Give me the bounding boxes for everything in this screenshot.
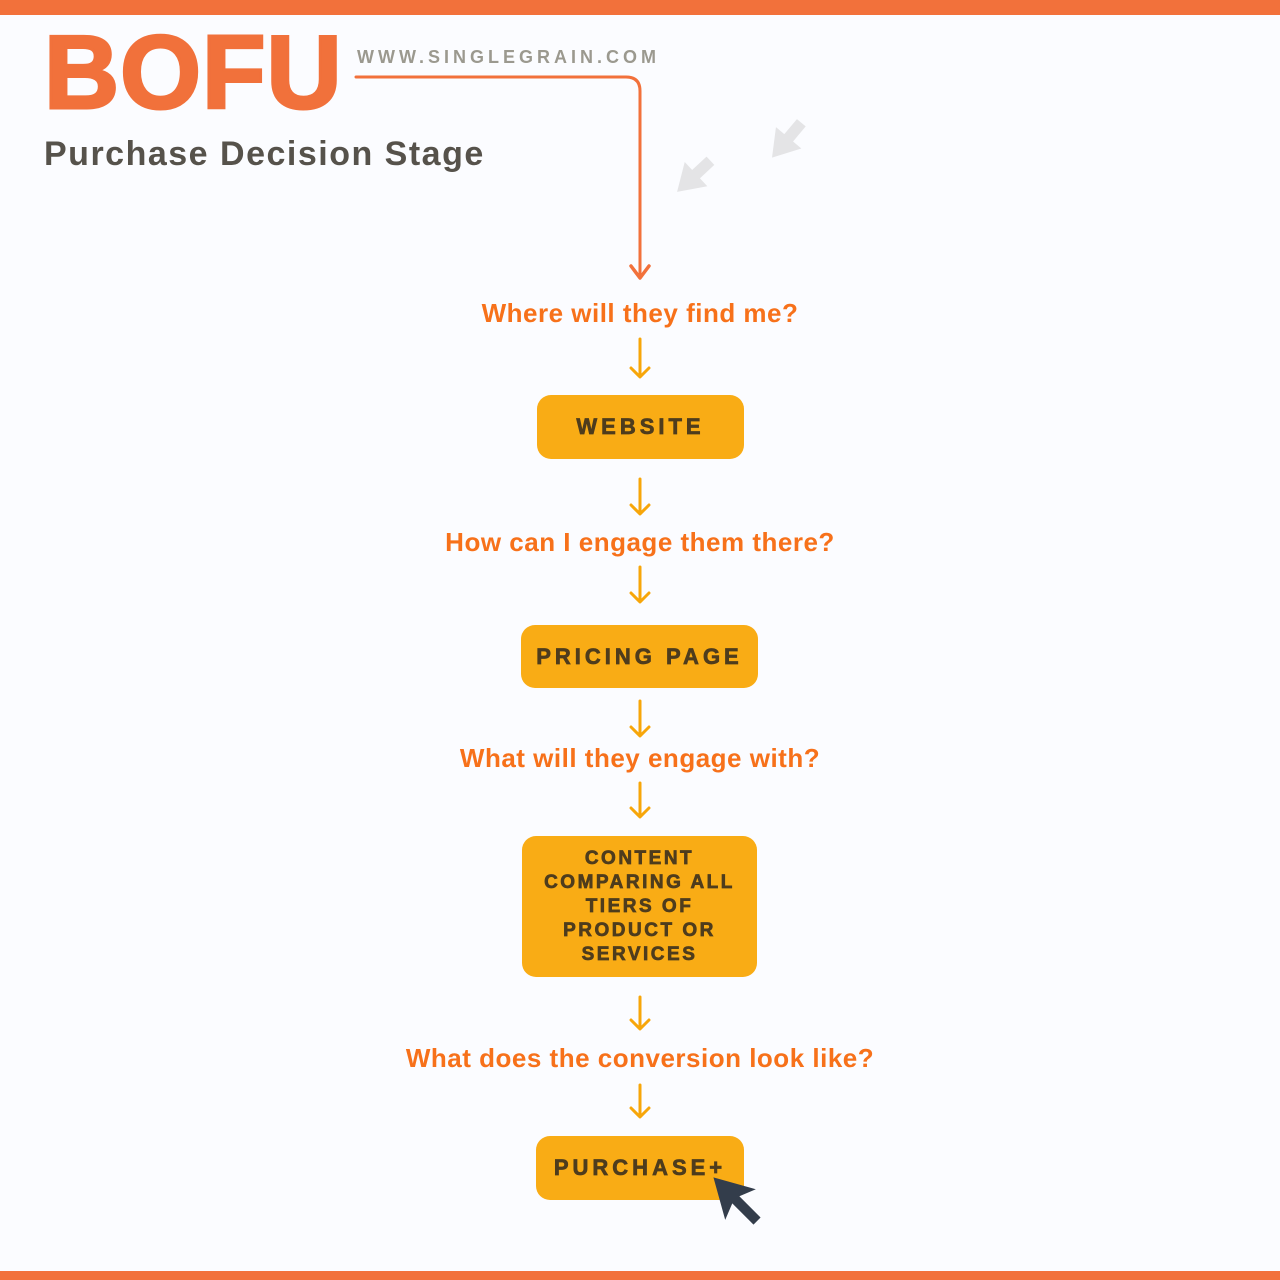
flow-question-engage-with: What will they engage with?: [459, 743, 821, 773]
bottom-border-bar: [0, 1271, 1280, 1280]
website-url: WWW.SINGLEGRAIN.COM: [357, 46, 660, 67]
header-connector-line: [354, 75, 642, 278]
flow-question-find-me: Where will they find me?: [481, 298, 799, 328]
header-connector-arrowhead: [629, 264, 651, 280]
flow-node-purchase: PURCHASE+: [536, 1136, 744, 1200]
top-border-bar: [0, 0, 1280, 15]
flow-question-conversion: What does the conversion look like?: [405, 1043, 875, 1073]
flow-node-pricing-page: PRICING PAGE: [521, 625, 758, 688]
flow-question-engage-there: How can I engage them there?: [445, 527, 835, 557]
down-left-arrow-icon: [772, 119, 806, 158]
flow-node-website: WEBSITE: [537, 395, 744, 459]
page-subtitle: Purchase Decision Stage: [44, 134, 485, 173]
page-title: BOFU: [43, 13, 344, 132]
flow-node-content-comparison: CONTENT COMPARING ALL TIERS OF PRODUCT O…: [522, 836, 757, 977]
down-left-arrow-icon: [677, 156, 715, 192]
mouse-cursor-icon: [713, 1177, 761, 1225]
